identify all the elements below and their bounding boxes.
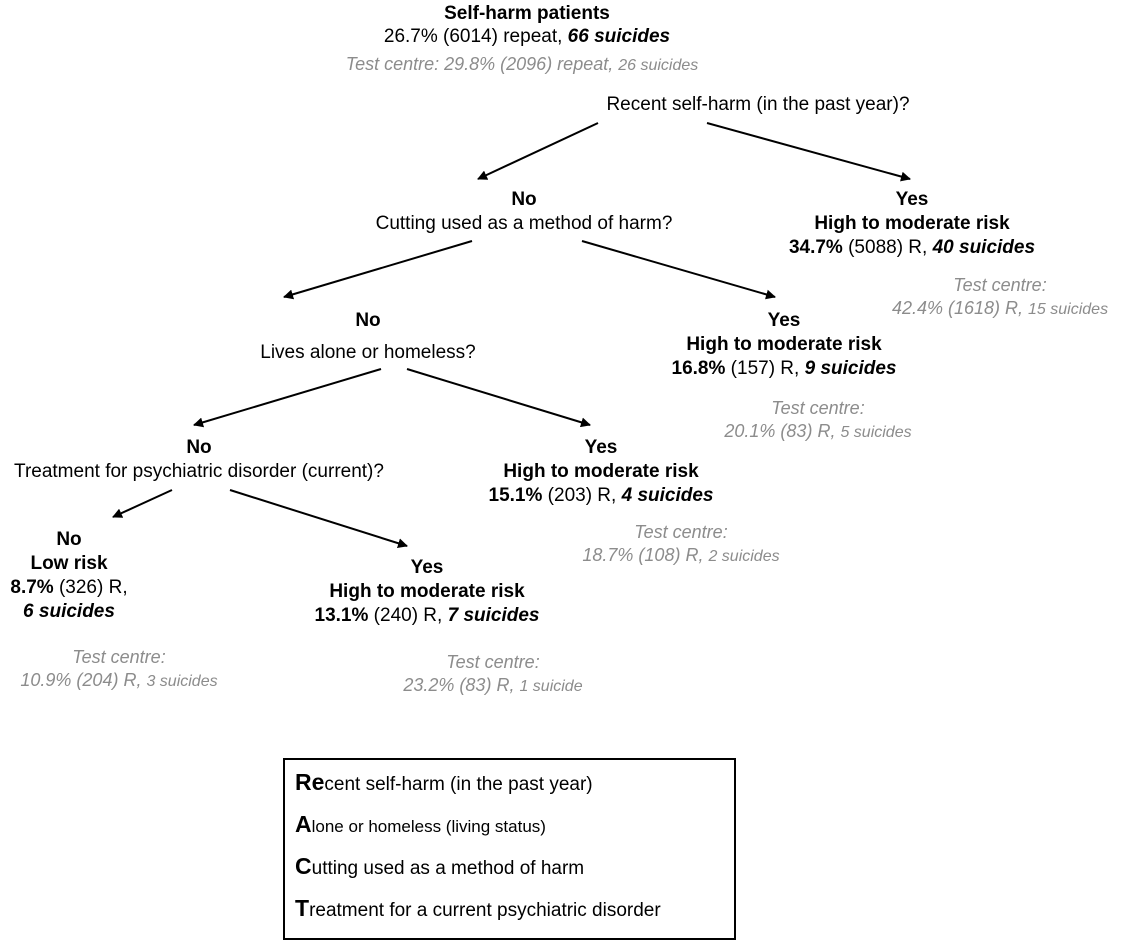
n4-no-test-suicides: 3 suicides (146, 673, 218, 690)
n3-yes-branch: Yes (584, 437, 618, 458)
n4-yes-test-pct: 23.2% (83) R, (403, 675, 520, 695)
n3-no-branch: No (186, 437, 212, 458)
root-suicides-text: 66 suicides (567, 26, 671, 47)
root-test-suicides: 26 suicides (618, 57, 699, 74)
root-test-pct: Test centre: 29.8% (2096) repeat, (345, 54, 619, 74)
n3-yes-pct: 15.1% (488, 485, 543, 506)
legend-cap: C (295, 853, 312, 879)
arrow-q2-no (283, 240, 473, 300)
n4-no-suicides: 6 suicides (23, 601, 115, 622)
n3-yes-test-suicides: 2 suicides (708, 548, 780, 565)
n1-yes-pct: 34.7% (788, 237, 843, 258)
legend-item-cutting: Cutting used as a method of harm (295, 855, 584, 880)
n2-yes-count: (157) R, (725, 358, 805, 379)
n2-yes-test-centre: 20.1% (83) R, 5 suicides (724, 420, 911, 444)
legend-text: utting used as a method of harm (311, 858, 585, 879)
arrow-q3-yes (406, 368, 591, 428)
n1-yes-risk: High to moderate risk (814, 213, 1010, 234)
n4-yes-risk: High to moderate risk (329, 581, 525, 602)
n4-yes-branch: Yes (410, 557, 444, 578)
n2-yes-risk: High to moderate risk (686, 334, 882, 355)
n3-yes-risk: High to moderate risk (503, 461, 699, 482)
legend-item-alone: Alone or homeless (living status) (295, 813, 546, 838)
legend-text: lone or homeless (living status) (311, 817, 546, 836)
n1-yes-test-pct: 42.4% (1618) R, (891, 298, 1029, 318)
n4-no-pct: 8.7% (10, 577, 54, 598)
n4-no-test-pct: 10.9% (204) R, (20, 670, 147, 690)
n1-no-branch: No (511, 189, 537, 210)
legend-cap: Re (295, 769, 325, 795)
root-title: Self-harm patients (444, 3, 610, 24)
n1-yes-count: (5088) R, (842, 237, 933, 258)
n4-no-branch: No (56, 529, 82, 550)
question-cutting: Cutting used as a method of harm? (375, 213, 673, 234)
legend-box: Recent self-harm (in the past year) Alon… (283, 758, 736, 940)
n2-yes-stats: 16.8% (157) R, 9 suicides (672, 357, 897, 380)
n4-yes-count: (240) R, (368, 605, 448, 626)
arrow-q1-no (477, 122, 599, 180)
n1-yes-test-suicides: 15 suicides (1028, 301, 1109, 318)
n4-yes-stats: 13.1% (240) R, 7 suicides (315, 604, 540, 627)
n1-yes-test-centre: 42.4% (1618) R, 15 suicides (892, 297, 1108, 321)
n3-yes-test-label: Test centre: (634, 522, 728, 542)
n4-yes-test-label: Test centre: (446, 652, 540, 672)
n2-yes-branch: Yes (767, 310, 801, 331)
legend-cap: A (295, 811, 312, 837)
root-stats-plain: 26.7% (6014) repeat, (383, 26, 568, 47)
n2-yes-suicides: 9 suicides (804, 358, 897, 379)
n2-yes-test-pct: 20.1% (83) R, (724, 421, 841, 441)
n2-yes-test-suicides: 5 suicides (840, 424, 912, 441)
arrow-q1-yes (706, 122, 911, 182)
n4-no-test-centre: 10.9% (204) R, 3 suicides (20, 669, 217, 693)
n2-no-branch: No (355, 310, 381, 331)
root-test-centre: Test centre: 29.8% (2096) repeat, 26 sui… (346, 53, 699, 77)
n4-yes-suicides: 7 suicides (447, 605, 540, 626)
arrow-q4-no (112, 489, 173, 518)
n3-yes-test-pct: 18.7% (108) R, (582, 545, 709, 565)
n1-yes-test-label: Test centre: (953, 275, 1047, 295)
legend-item-recent: Recent self-harm (in the past year) (295, 771, 593, 796)
question-treatment: Treatment for psychiatric disorder (curr… (14, 461, 384, 482)
n4-no-count: (326) R, (53, 577, 128, 598)
legend-item-treatment: Treatment for a current psychiatric diso… (295, 897, 661, 922)
n4-yes-test-centre: 23.2% (83) R, 1 suicide (403, 674, 582, 698)
question-lives-alone: Lives alone or homeless? (260, 342, 476, 363)
legend-text: cent self-harm (in the past year) (324, 774, 593, 795)
legend-text: reatment for a current psychiatric disor… (309, 900, 661, 921)
n4-no-risk: Low risk (30, 553, 108, 574)
n4-no-stats: 8.7% (326) R, (10, 576, 127, 599)
arrow-q3-no (193, 368, 382, 428)
n3-yes-suicides: 4 suicides (621, 485, 714, 506)
n3-yes-test-centre: 18.7% (108) R, 2 suicides (582, 544, 779, 568)
arrow-q4-yes (229, 489, 408, 549)
root-stats: 26.7% (6014) repeat, 66 suicides (384, 25, 670, 48)
n2-yes-test-label: Test centre: (771, 398, 865, 418)
n2-yes-pct: 16.8% (671, 358, 726, 379)
n1-yes-stats: 34.7% (5088) R, 40 suicides (789, 236, 1035, 259)
arrow-q2-yes (581, 240, 776, 300)
n4-no-test-label: Test centre: (72, 647, 166, 667)
legend-cap: T (295, 895, 310, 921)
n1-yes-branch: Yes (895, 189, 929, 210)
n3-yes-count: (203) R, (542, 485, 622, 506)
n1-yes-suicides: 40 suicides (932, 237, 1036, 258)
n4-yes-pct: 13.1% (314, 605, 369, 626)
question-recent-self-harm: Recent self-harm (in the past year)? (606, 94, 910, 115)
n4-yes-test-suicides: 1 suicide (519, 678, 583, 695)
n3-yes-stats: 15.1% (203) R, 4 suicides (489, 484, 714, 507)
